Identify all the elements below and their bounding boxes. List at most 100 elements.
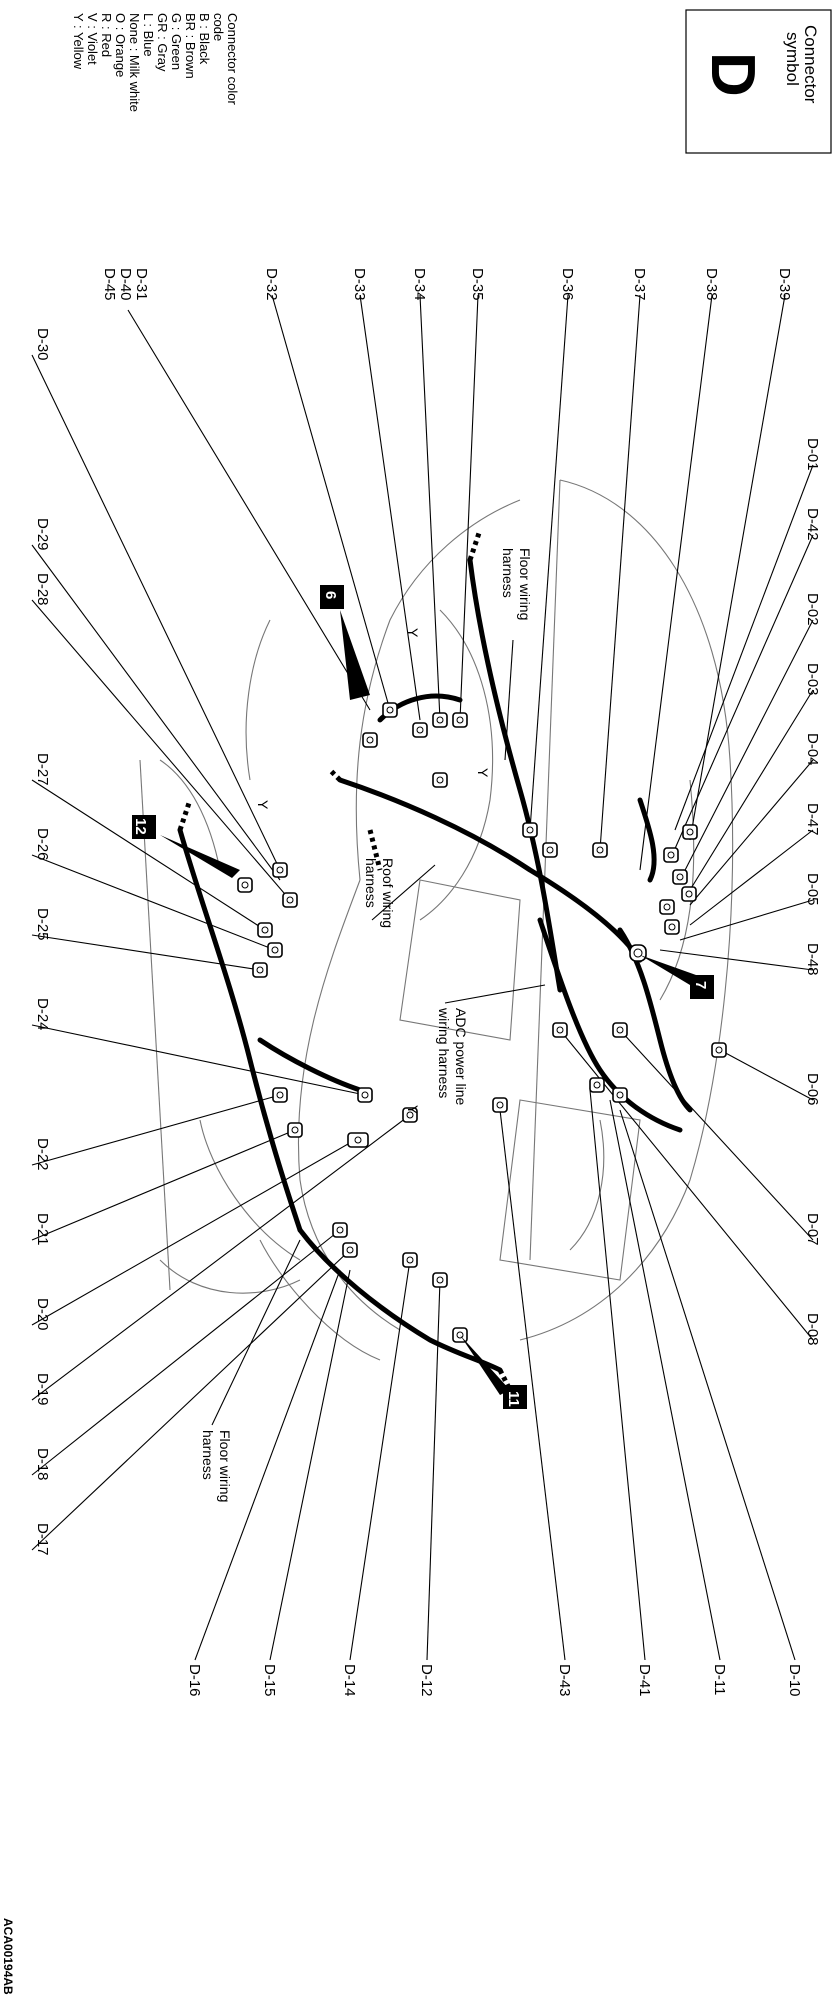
connector <box>402 1107 418 1123</box>
legend-title-line1: Connector color <box>225 13 240 105</box>
harness-lines <box>177 529 693 1402</box>
floor-harness-note-top: harness <box>500 548 516 598</box>
connector-labels-left: D-29 D-28 D-27 D-26 D-25 D-24 D-22 D-21 … <box>34 518 51 1556</box>
connector <box>432 1272 448 1288</box>
connector <box>432 772 448 788</box>
label-d-36: D-36 <box>559 268 576 301</box>
label-d-04: D-04 <box>804 733 821 766</box>
label-d-08: D-08 <box>804 1313 821 1346</box>
label-d-18: D-18 <box>34 1448 51 1481</box>
label-d-16: D-16 <box>186 1664 203 1697</box>
adc-harness <box>537 917 683 1133</box>
floor-harness-bottom <box>297 1227 503 1373</box>
legend-item: Y : Yellow <box>71 13 86 70</box>
numbered-badges: 6 7 12 11 <box>132 585 714 1409</box>
label-d-40: D-40 <box>117 268 134 301</box>
label-d-15: D-15 <box>261 1664 278 1697</box>
label-d-32: D-32 <box>263 268 280 301</box>
legend-item: None : Milk white <box>127 13 142 112</box>
badge-12: 12 <box>132 818 149 835</box>
color-mark-y: Y <box>405 1105 421 1115</box>
label-d-31: D-31 <box>133 268 150 301</box>
roof-harness-note: harness <box>363 858 379 908</box>
label-d-24: D-24 <box>34 998 51 1031</box>
connector <box>542 842 558 858</box>
label-d-06: D-06 <box>804 1073 821 1106</box>
floor-harness-note-top: Floor wiring <box>517 548 533 620</box>
legend-item: L : Blue <box>141 13 156 57</box>
badge-6: 6 <box>322 591 339 599</box>
label-d-14: D-14 <box>341 1664 358 1697</box>
connector <box>267 942 283 958</box>
label-d-11: D-11 <box>711 1664 728 1695</box>
legend-item: BR : Brown <box>183 13 198 79</box>
label-d-07: D-07 <box>804 1213 821 1246</box>
label-d-10: D-10 <box>786 1664 803 1697</box>
connector <box>629 944 647 962</box>
label-d-38: D-38 <box>703 268 720 301</box>
color-mark-y: Y <box>475 768 491 778</box>
color-code-legend: Connector color code B : Black BR : Brow… <box>71 13 240 112</box>
connector <box>681 886 697 902</box>
connector <box>252 962 268 978</box>
floor-harness-note-bottom: Floor wiring <box>217 1430 233 1502</box>
adc-harness-note: wiring harness <box>436 1007 452 1098</box>
connector <box>592 842 608 858</box>
color-marks: Y Y Y Y <box>255 628 491 1115</box>
badge-11: 11 <box>505 1391 522 1407</box>
label-d-42: D-42 <box>804 508 821 541</box>
leader-lines <box>31 294 814 1661</box>
connector <box>664 919 680 935</box>
label-d-29: D-29 <box>34 518 51 551</box>
label-d-34: D-34 <box>411 268 428 301</box>
label-d-48: D-48 <box>804 943 821 976</box>
connector <box>522 822 538 838</box>
connector-labels-bottom: D-10 D-11 D-41 D-43 D-12 D-14 D-15 D-16 <box>186 1664 803 1697</box>
label-d-30: D-30 <box>34 328 51 361</box>
connector <box>711 1042 727 1058</box>
label-d-12: D-12 <box>418 1664 435 1697</box>
legend-item: V : Violet <box>85 13 100 65</box>
label-d-01: D-01 <box>804 438 821 471</box>
connector <box>382 702 398 718</box>
connector <box>612 1022 628 1038</box>
label-d-43: D-43 <box>556 1664 573 1697</box>
connector <box>659 899 675 915</box>
roof-harness-note: Roof wiring <box>380 858 396 928</box>
connector <box>362 732 378 748</box>
connector <box>682 824 698 840</box>
label-d-39: D-39 <box>776 268 793 301</box>
connector <box>347 1132 369 1148</box>
connector-labels-right: D-01 D-42 D-02 D-03 D-04 D-47 D-05 D-48 … <box>804 438 821 1346</box>
label-d-47: D-47 <box>804 803 821 836</box>
connector <box>237 877 253 893</box>
label-d-21: D-21 <box>34 1213 51 1246</box>
label-d-35: D-35 <box>469 268 486 301</box>
symbol-letter: D <box>698 52 767 97</box>
adc-harness-note: ADC power line <box>453 1008 469 1105</box>
figure-code: ACA00194AB <box>1 1918 15 1995</box>
connector <box>612 1087 628 1103</box>
label-d-17: D-17 <box>34 1523 51 1556</box>
vehicle-outline <box>139 479 734 1361</box>
label-d-33: D-33 <box>351 268 368 301</box>
legend-item: B : Black <box>197 13 212 65</box>
connector <box>492 1097 508 1113</box>
floor-harness-note-bottom: harness <box>200 1430 216 1480</box>
color-mark-y: Y <box>405 628 421 638</box>
left-floor-harness <box>177 827 303 1233</box>
connector <box>257 922 273 938</box>
label-d-41: D-41 <box>636 1664 653 1697</box>
legend-item: R : Red <box>99 13 114 57</box>
connector <box>672 869 688 885</box>
connector-labels-top: D-39 D-38 D-37 D-36 D-35 D-34 D-33 D-32 … <box>34 268 793 361</box>
connector <box>342 1242 358 1258</box>
legend-item: O : Orange <box>113 13 128 77</box>
label-d-03: D-03 <box>804 663 821 696</box>
label-d-27: D-27 <box>34 753 51 786</box>
symbol-title-line1: Connector <box>801 25 820 104</box>
connector <box>432 712 448 728</box>
roof-harness <box>337 777 643 963</box>
label-d-20: D-20 <box>34 1298 51 1331</box>
connector <box>663 847 679 863</box>
